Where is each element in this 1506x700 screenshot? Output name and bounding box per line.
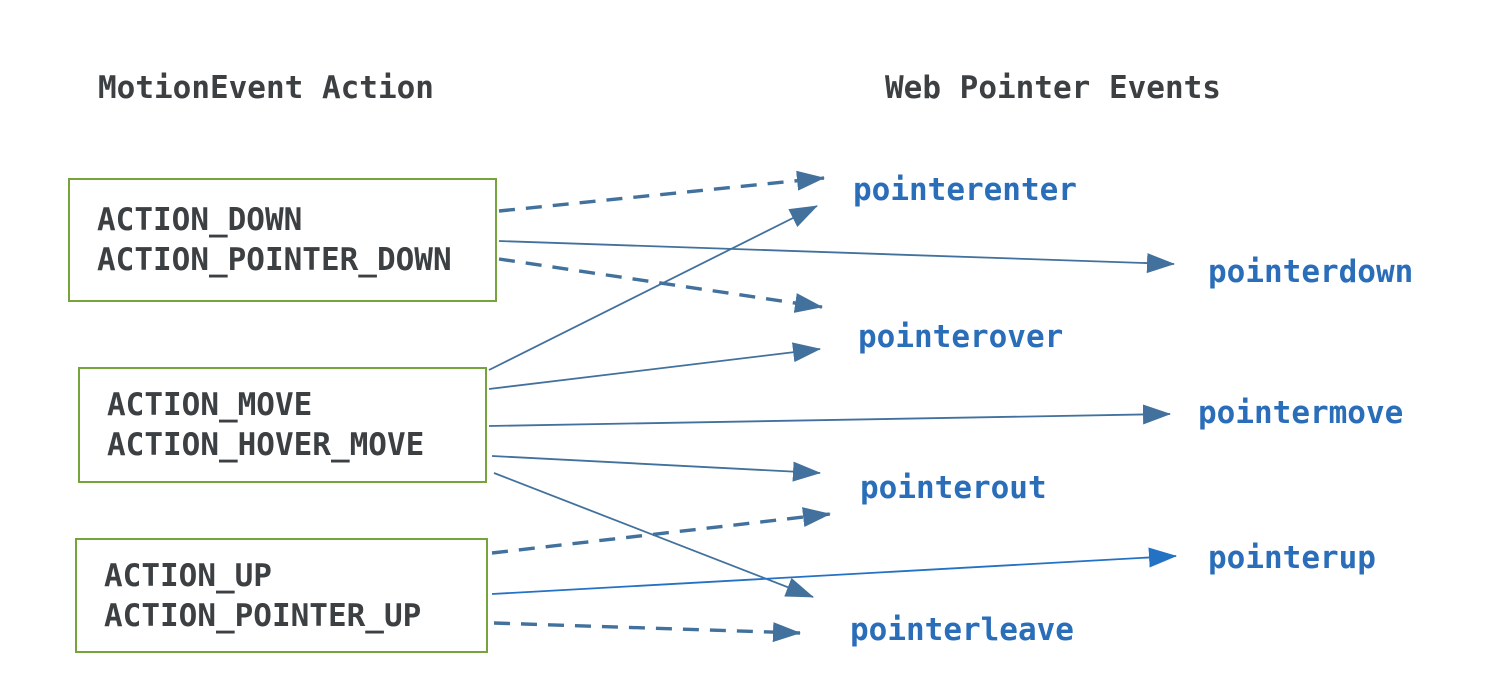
edge-action-move-to-pointerenter xyxy=(488,205,818,371)
column-title-motionevent-action: MotionEvent Action xyxy=(98,70,434,106)
edge-action-up-to-pointerleave-dashed xyxy=(493,621,801,643)
edge-action-down-to-pointerdown xyxy=(498,240,1175,274)
motionevent-action-label: ACTION_POINTER_DOWN xyxy=(97,242,452,278)
motionevent-box-action-move: ACTION_MOVE ACTION_HOVER_MOVE xyxy=(78,367,487,483)
motionevent-action-label: ACTION_UP xyxy=(104,557,272,594)
edge-action-up-to-pointerout-dashed xyxy=(491,507,831,555)
edge-action-move-to-pointermove xyxy=(488,404,1171,427)
pointer-event-label-pointerover: pointerover xyxy=(858,319,1064,355)
motionevent-action-label: ACTION_POINTER_UP xyxy=(104,597,422,634)
column-title-web-pointer-events: Web Pointer Events xyxy=(885,70,1221,106)
pointer-event-label-pointerleave: pointerleave xyxy=(850,612,1074,648)
motionevent-action-label: ACTION_HOVER_MOVE xyxy=(107,427,425,463)
pointer-event-label-pointermove: pointermove xyxy=(1198,395,1404,431)
pointer-event-label-pointerup: pointerup xyxy=(1208,540,1376,576)
edge-action-down-to-pointerenter-dashed xyxy=(498,170,825,213)
pointer-event-label-pointerout: pointerout xyxy=(860,470,1047,506)
edge-action-move-to-pointerover xyxy=(488,342,821,390)
edge-action-move-to-pointerout xyxy=(491,455,821,482)
motionevent-box-action-down: ACTION_DOWN ACTION_POINTER_DOWN xyxy=(68,178,497,302)
motionevent-action-label: ACTION_DOWN xyxy=(97,202,303,238)
pointer-event-label-pointerdown: pointerdown xyxy=(1208,254,1414,290)
edge-action-up-to-pointerup xyxy=(491,547,1177,595)
edge-action-down-to-pointerover-dashed xyxy=(498,257,823,313)
pointer-event-label-pointerenter: pointerenter xyxy=(853,172,1077,208)
motionevent-action-label: ACTION_MOVE xyxy=(107,387,313,423)
